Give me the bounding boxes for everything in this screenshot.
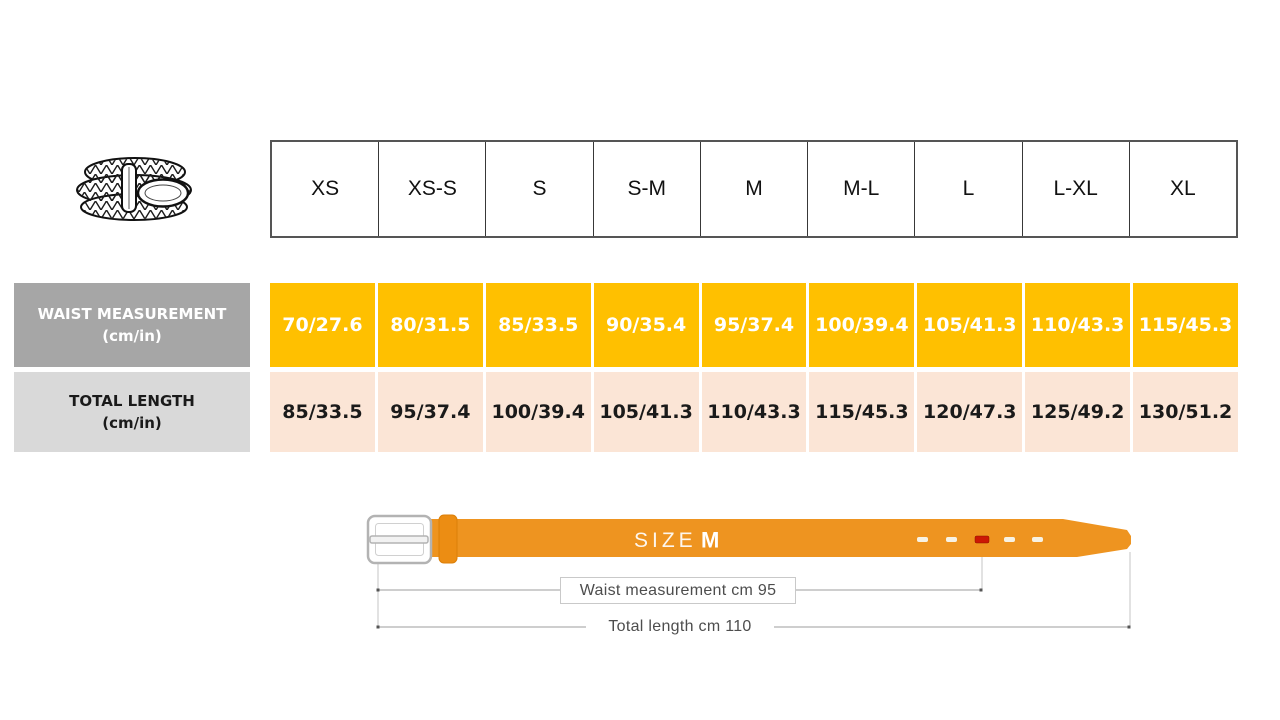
belt-loop (438, 514, 458, 564)
waist-value-cell: 100/39.4 (809, 283, 915, 367)
belt-size-label: SIZE (634, 529, 697, 552)
measure-line-endpoints (376, 588, 1131, 629)
size-header-cell: L-XL (1023, 142, 1130, 236)
total-length-label: TOTAL LENGTH (cm/in) (14, 372, 250, 452)
length-label-line1: TOTAL LENGTH (69, 391, 195, 410)
length-value-cell: 115/45.3 (809, 372, 915, 452)
waist-value-cell: 80/31.5 (377, 283, 483, 367)
length-value-cell: 125/49.2 (1025, 372, 1131, 452)
waist-label-line1: WAIST MEASUREMENT (37, 304, 227, 323)
belt-size-value: M (701, 528, 719, 553)
belt-holes (917, 537, 1043, 542)
size-header-cell: L (915, 142, 1023, 236)
size-header-cell: XS (272, 142, 380, 236)
size-header-cell: S (486, 142, 594, 236)
waist-value-cell: 110/43.3 (1025, 283, 1131, 367)
belt-strap (430, 519, 1131, 557)
waist-measurement-row: 70/27.6 80/31.5 85/33.5 90/35.4 95/37.4 … (270, 283, 1238, 367)
waist-caption-box: Waist measurement cm 95 (560, 577, 796, 604)
waist-label-line2: (cm/in) (102, 327, 162, 345)
length-value-cell: 85/33.5 (270, 372, 375, 452)
waist-value-cell: 85/33.5 (485, 283, 591, 367)
length-value-cell: 120/47.3 (917, 372, 1023, 452)
waist-value-cell: 115/45.3 (1133, 283, 1238, 367)
length-label-line2: (cm/in) (102, 414, 162, 432)
waist-value-cell: 70/27.6 (270, 283, 375, 367)
size-header-cell: XL (1170, 177, 1196, 200)
belt-buckle (366, 514, 433, 565)
size-header-cell: S-M (594, 142, 701, 236)
size-header-row: XS XS-S S S-M M M-L L L-XL XL (270, 140, 1238, 238)
braided-belt-icon (76, 157, 192, 221)
size-header-cell: XS-S (379, 142, 487, 236)
waist-value-cell: 105/41.3 (917, 283, 1023, 367)
total-length-row: 85/33.5 95/37.4 100/39.4 105/41.3 110/43… (270, 372, 1238, 452)
length-value-cell: 95/37.4 (377, 372, 483, 452)
length-value-cell: 105/41.3 (593, 372, 699, 452)
length-value-cell: 110/43.3 (701, 372, 807, 452)
length-value-cell: 130/51.2 (1133, 372, 1238, 452)
length-value-cell: 100/39.4 (485, 372, 591, 452)
size-header-cell: M (701, 142, 809, 236)
size-header-cell: M-L (808, 142, 916, 236)
waist-value-cell: 95/37.4 (701, 283, 807, 367)
selected-hole-marker (974, 535, 990, 544)
waist-measurement-label: WAIST MEASUREMENT (cm/in) (14, 283, 250, 367)
waist-value-cell: 90/35.4 (593, 283, 699, 367)
length-caption: Total length cm 110 (586, 614, 774, 640)
